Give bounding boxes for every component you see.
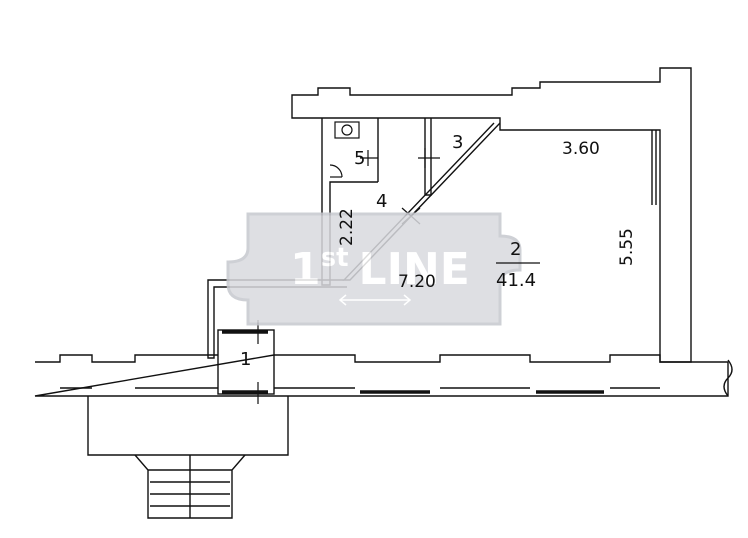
break-line — [723, 359, 733, 397]
dim-top-right: 3.60 — [562, 139, 600, 159]
room-1-box — [217, 329, 275, 395]
room-2-area: 41.4 — [496, 270, 536, 291]
room-labels: 1 2 41.4 3 4 5 — [240, 132, 540, 370]
toilet-icon — [329, 121, 360, 178]
watermark-suffix: LINE — [359, 244, 470, 295]
room-4-label: 4 — [376, 191, 387, 212]
door-ticks — [257, 148, 440, 404]
watermark-prefix: 1 — [290, 244, 321, 295]
room-2-label: 2 — [510, 239, 521, 260]
stairs — [134, 454, 246, 519]
dim-right-height: 5.55 — [617, 228, 637, 266]
dimension-labels: 3.60 5.55 2.22 7.20 — [337, 139, 637, 292]
room-5-label: 5 — [354, 148, 365, 169]
right-inner-line — [651, 130, 657, 205]
upper-wall — [291, 67, 692, 363]
porch — [87, 396, 289, 456]
openings — [222, 330, 604, 394]
partition-3-4 — [424, 118, 432, 196]
room-1-label: 1 — [240, 349, 251, 370]
room-3-label: 3 — [452, 132, 463, 153]
dimension-arrow — [338, 294, 412, 306]
dim-bottom-width: 7.20 — [398, 272, 436, 292]
watermark-logo: 1st LINE — [226, 212, 522, 326]
watermark-badge — [226, 212, 522, 326]
watermark-superscript: st — [321, 243, 349, 273]
facade-wall — [34, 354, 729, 397]
dim-left-height: 2.22 — [337, 208, 357, 246]
